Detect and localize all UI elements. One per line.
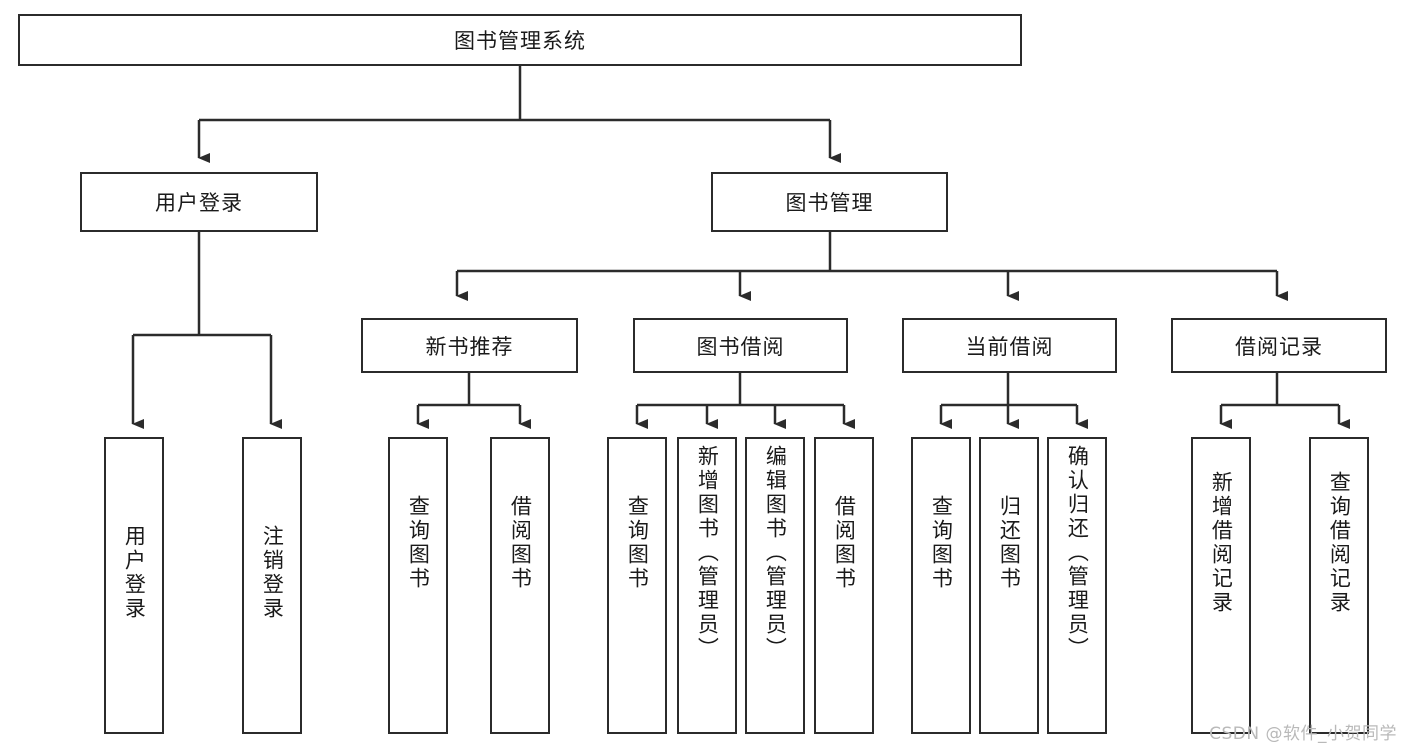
leaf-label: 确认归还（管理员） — [1065, 445, 1090, 661]
leaf-current-confirm-return-admin[interactable]: 确认归还（管理员） — [1047, 437, 1107, 734]
leaf-borrow-edit-book-admin[interactable]: 编辑图书（管理员） — [745, 437, 805, 734]
node-label: 用户登录 — [155, 191, 243, 215]
leaf-borrow-query-book[interactable]: 查询图书 — [607, 437, 667, 734]
leaf-label: 新增借阅记录 — [1209, 471, 1234, 615]
leaf-label: 用户登录 — [122, 525, 147, 621]
leaf-label: 注销登录 — [260, 525, 285, 621]
watermark-text: CSDN @软件_小贺同学 — [1209, 724, 1397, 744]
leaf-current-return-book[interactable]: 归还图书 — [979, 437, 1039, 734]
node-label: 图书管理 — [785, 191, 874, 215]
leaf-user-login-logout[interactable]: 注销登录 — [242, 437, 302, 734]
leaf-label: 查询借阅记录 — [1327, 471, 1352, 615]
node-book-borrow[interactable]: 图书借阅 — [633, 318, 848, 373]
leaf-label: 借阅图书 — [508, 495, 533, 591]
leaf-record-query-record[interactable]: 查询借阅记录 — [1309, 437, 1369, 734]
node-label: 新书推荐 — [425, 334, 514, 359]
node-borrow-record[interactable]: 借阅记录 — [1171, 318, 1387, 373]
leaf-current-query-book[interactable]: 查询图书 — [911, 437, 971, 734]
leaf-borrow-borrow-book[interactable]: 借阅图书 — [814, 437, 874, 734]
leaf-label: 编辑图书（管理员） — [763, 445, 788, 661]
leaf-label: 查询图书 — [406, 495, 431, 591]
node-label: 图书借阅 — [696, 334, 785, 359]
leaf-borrow-add-book-admin[interactable]: 新增图书（管理员） — [677, 437, 737, 734]
leaf-label: 归还图书 — [997, 495, 1022, 591]
node-new-book-recommend[interactable]: 新书推荐 — [361, 318, 578, 373]
leaf-recommend-borrow-book[interactable]: 借阅图书 — [490, 437, 550, 734]
node-label: 当前借阅 — [965, 334, 1054, 359]
leaf-record-add-record[interactable]: 新增借阅记录 — [1191, 437, 1251, 734]
node-label: 图书管理系统 — [454, 29, 586, 53]
leaf-label: 新增图书（管理员） — [695, 445, 720, 661]
node-root-system[interactable]: 图书管理系统 — [18, 14, 1022, 66]
node-current-borrow[interactable]: 当前借阅 — [902, 318, 1117, 373]
node-label: 借阅记录 — [1235, 334, 1323, 359]
node-book-management[interactable]: 图书管理 — [711, 172, 948, 232]
leaf-label: 查询图书 — [625, 495, 650, 591]
leaf-user-login-login[interactable]: 用户登录 — [104, 437, 164, 734]
leaf-recommend-query-book[interactable]: 查询图书 — [388, 437, 448, 734]
leaf-label: 借阅图书 — [832, 495, 857, 591]
leaf-label: 查询图书 — [929, 495, 954, 591]
node-user-login[interactable]: 用户登录 — [80, 172, 318, 232]
